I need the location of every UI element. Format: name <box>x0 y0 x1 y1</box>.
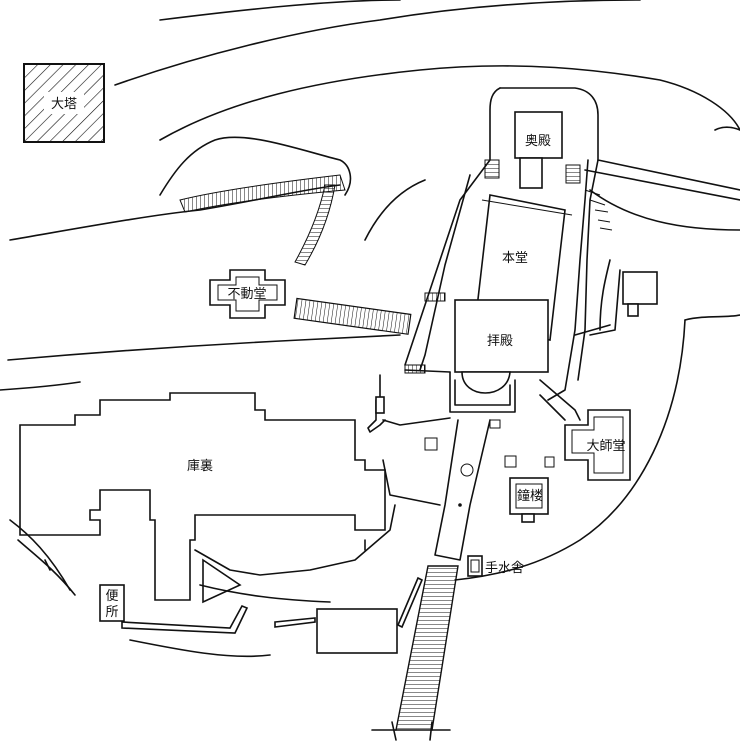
legend-label: 大塔 <box>51 97 77 112</box>
hondo-label: 本堂 <box>502 251 528 266</box>
fudodo-walkway <box>293 297 412 335</box>
daishido-building: 大師堂 <box>564 409 631 481</box>
okuden-label: 奥殿 <box>525 134 551 149</box>
lower-walls <box>121 576 424 654</box>
fudodo-label: 不動堂 <box>227 287 266 302</box>
legend-box: 大塔 <box>23 63 105 143</box>
benjo-label-bottom: 所 <box>105 605 118 620</box>
benjo-label-top: 便 <box>105 589 118 604</box>
chozuya-label: 手水舎 <box>485 561 524 576</box>
haiden-label: 拝殿 <box>487 334 513 349</box>
main-staircase <box>371 565 459 741</box>
daishido-label: 大師堂 <box>586 439 625 454</box>
lower-left-road <box>9 519 331 658</box>
kuri-building: 庫裏 <box>19 392 386 601</box>
triangle-garden <box>202 558 242 604</box>
main-hall-complex <box>404 87 740 421</box>
haiden-building: 拝殿 <box>454 299 549 394</box>
okuden-building: 奥殿 <box>514 111 563 189</box>
shoro-building: 鐘楼 <box>509 477 549 523</box>
small-shed <box>622 271 658 317</box>
chozuya-building: 手水舎 <box>467 555 524 577</box>
kuri-corridor <box>194 374 396 576</box>
kuri-label: 庫裏 <box>187 459 213 474</box>
hill-stair-path <box>179 174 346 266</box>
fudodo-building: 不動堂 <box>209 269 286 319</box>
shoro-label: 鐘楼 <box>517 488 543 504</box>
benjo-building: 便 所 <box>99 584 125 622</box>
